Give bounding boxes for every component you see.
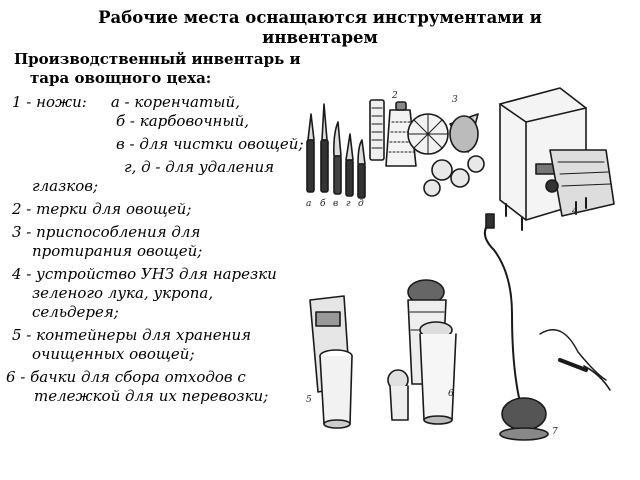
label-d: д bbox=[358, 199, 364, 209]
list-item-containers: 5 - контейнеры для хранения очищенных ов… bbox=[12, 326, 252, 363]
equipment-list: Производственный инвентарь и тара овощно… bbox=[6, 50, 304, 410]
slide-title: Рабочие места оснащаются инструментами и… bbox=[98, 8, 542, 47]
bins-group bbox=[387, 279, 457, 425]
label-hose: 7 bbox=[552, 427, 558, 437]
list-subitem-v: в - для чистки овощей; bbox=[116, 135, 304, 153]
graters-group bbox=[369, 99, 417, 167]
list-item-sieves: 3 - приспособления для протирания овощей… bbox=[12, 223, 203, 260]
hose-group bbox=[483, 213, 611, 441]
list-subitem-b: б - карбовочный, bbox=[116, 112, 250, 130]
containers-group bbox=[309, 295, 353, 429]
list-heading: Производственный инвентарь и тара овощно… bbox=[14, 50, 301, 87]
label-a: а bbox=[306, 199, 311, 209]
label-unz: 4 bbox=[571, 207, 578, 217]
label-b: б bbox=[320, 198, 326, 209]
label-bins: 6 bbox=[448, 389, 454, 399]
sieves-group bbox=[407, 113, 485, 197]
knives-group bbox=[306, 103, 366, 199]
list-subitem-g-d: г, д - для удаления глазков; bbox=[32, 158, 275, 195]
equipment-drawing: а б в г д 2 3 4 5 6 7 bbox=[306, 87, 615, 441]
label-v: в bbox=[333, 199, 338, 209]
label-sieves: 3 bbox=[452, 95, 458, 105]
list-item-number: 1 - ножи: bbox=[12, 93, 87, 111]
label-g: г bbox=[346, 199, 351, 209]
list-item-graters: 2 - терки для овощей; bbox=[12, 200, 192, 218]
unz-device bbox=[499, 87, 615, 231]
list-item-unz: 4 - устройство УНЗ для нарезки зеленого … bbox=[12, 265, 277, 321]
list-item-bins: 6 - бачки для сбора отходов с тележкой д… bbox=[6, 368, 269, 405]
equipment-illustration: а б в г д 2 3 4 5 6 7 bbox=[300, 74, 616, 458]
label-graters: 2 bbox=[391, 91, 398, 101]
label-containers: 5 bbox=[306, 395, 312, 405]
list-item-text: а - коренчатый, bbox=[110, 93, 240, 111]
list-item-knives: 1 - ножи: а - коренчатый, bbox=[6, 93, 304, 112]
